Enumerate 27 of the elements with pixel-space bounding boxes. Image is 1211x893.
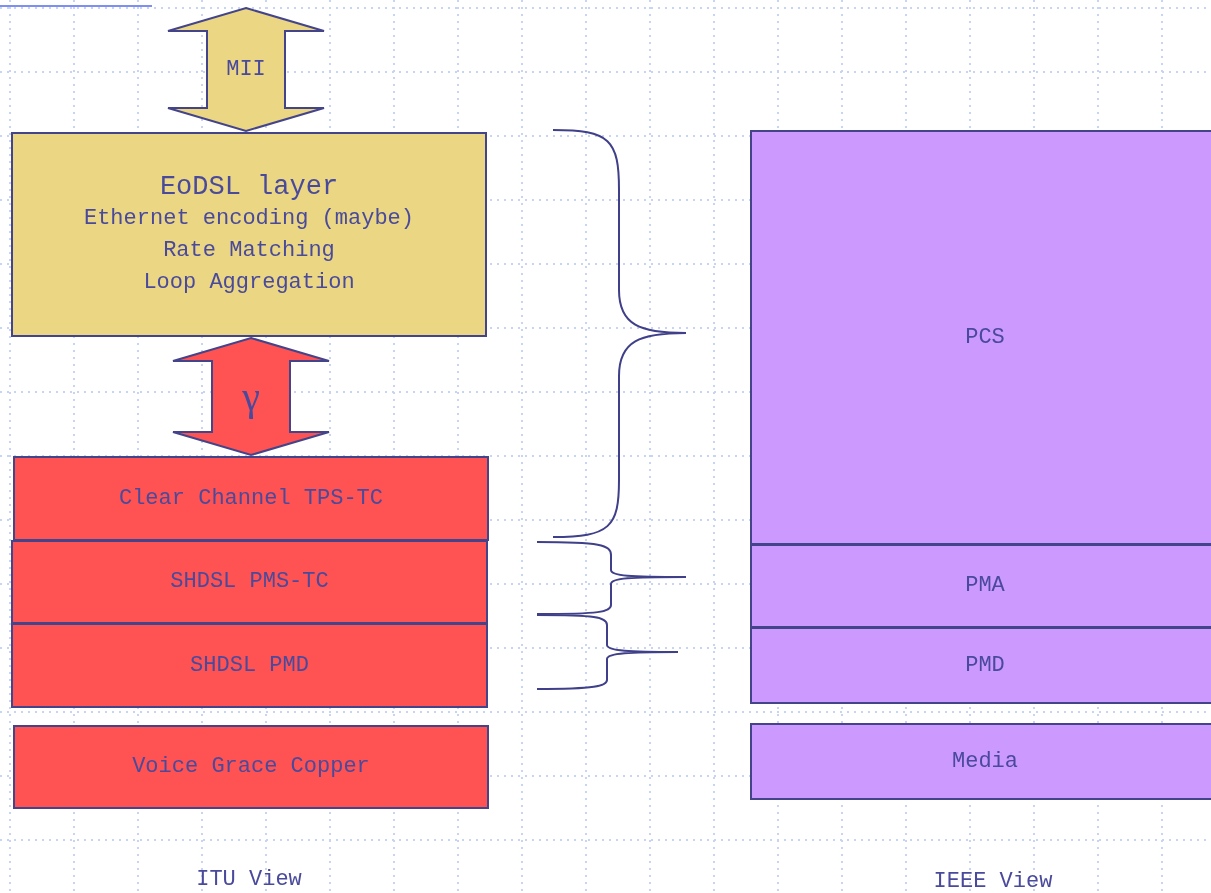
layer-label: PMA xyxy=(965,572,1005,600)
view-caption: ITU View xyxy=(196,867,302,893)
layer-box xyxy=(750,130,1211,545)
double-block-arrow xyxy=(167,6,325,133)
layer-label: Loop Aggregation xyxy=(143,268,355,297)
layer-box xyxy=(13,456,489,541)
layer-label: Media xyxy=(952,747,1018,776)
layer-box xyxy=(13,725,489,809)
double-block-arrow xyxy=(172,336,330,457)
edge-label: γ xyxy=(242,374,260,419)
layer-label: PCS xyxy=(965,323,1005,352)
view-caption: IEEE View xyxy=(933,869,1053,893)
layer-title: EoDSL layer xyxy=(159,170,339,203)
layer-box xyxy=(11,132,487,337)
layer-label: PMD xyxy=(965,651,1005,680)
layer-label: Rate Matching xyxy=(163,236,335,265)
layer-box xyxy=(750,723,1211,800)
layer-label: Ethernet encoding (maybe) xyxy=(83,204,415,233)
layer-label: SHDSL PMS-TC xyxy=(170,568,329,596)
edge-label: MII xyxy=(226,57,266,82)
layer-label: SHDSL PMD xyxy=(190,651,309,680)
layer-box xyxy=(750,627,1211,704)
layer-box xyxy=(750,544,1211,628)
layer-box xyxy=(11,540,488,624)
layer-label: Clear Channel TPS-TC xyxy=(118,484,383,513)
layer-label: Voice Grace Copper xyxy=(132,753,370,781)
layer-box xyxy=(11,623,488,708)
